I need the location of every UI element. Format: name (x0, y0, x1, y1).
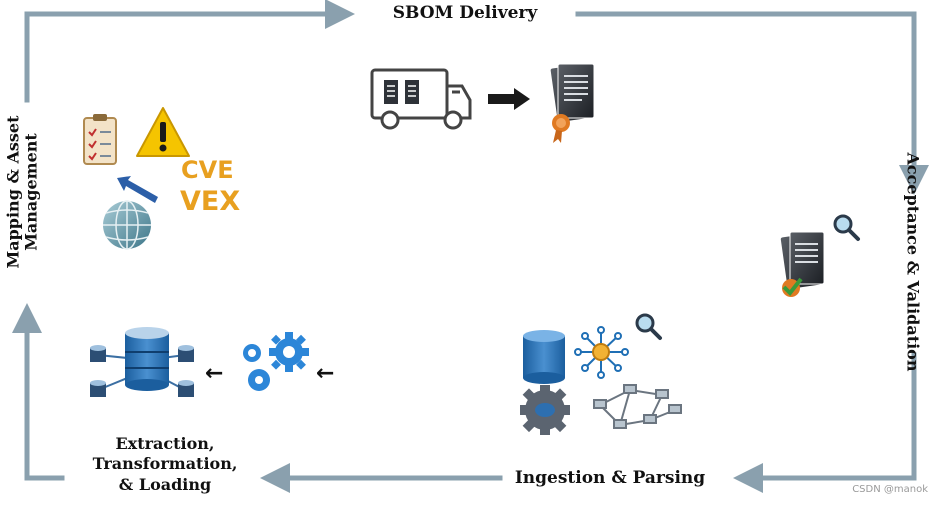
stage-label-mapping-asset-management: Mapping & Asset Management (3, 115, 42, 269)
magnifier-icon (833, 214, 860, 241)
etl-label-line: Transformation, (92, 454, 238, 474)
checklist-clipboard-icon (83, 114, 117, 165)
etl-label-line: & Loading (118, 474, 212, 494)
stage-label-sbom-delivery: SBOM Delivery (392, 3, 538, 23)
database-hub-icon (90, 327, 194, 397)
globe-icon (103, 200, 151, 250)
gears-icon (243, 332, 309, 391)
flow-arrow-icon: ← (205, 361, 224, 386)
search-icon (635, 313, 662, 340)
cycle-arrows (11, 0, 929, 493)
delivery-arrow-icon (488, 88, 530, 110)
mapping-label-line: Mapping & Asset (3, 115, 23, 269)
watermark: CSDN @manok (852, 484, 928, 495)
database-icon (523, 330, 565, 384)
stage-label-ingestion-parsing: Ingestion & Parsing (514, 468, 706, 488)
hub-node-icon (574, 326, 629, 379)
stage-label-acceptance-validation: Acceptance & Validation (903, 152, 923, 372)
validated-document-icon (780, 231, 825, 297)
stage-label-etl: Extraction, Transformation, & Loading (50, 434, 280, 495)
flow-arrow-icon: ← (316, 361, 335, 386)
arrow-to-acceptance (575, 11, 929, 195)
truck-icon (370, 68, 472, 130)
arrow-to-sbom-delivery (24, 0, 355, 103)
cve-logo: CVE (181, 156, 234, 184)
arrow-to-mapping (11, 303, 65, 481)
network-graph-icon (593, 384, 682, 429)
etl-label-line: Extraction, (115, 434, 215, 453)
gear-icon (520, 385, 570, 435)
warning-icon (136, 107, 190, 157)
vex-logo: VEX (180, 186, 240, 217)
upward-arrow-icon (117, 176, 158, 203)
arrow-to-ingestion (733, 352, 917, 493)
sbom-document-icon (550, 63, 595, 143)
mapping-label-line: Management (22, 133, 41, 251)
